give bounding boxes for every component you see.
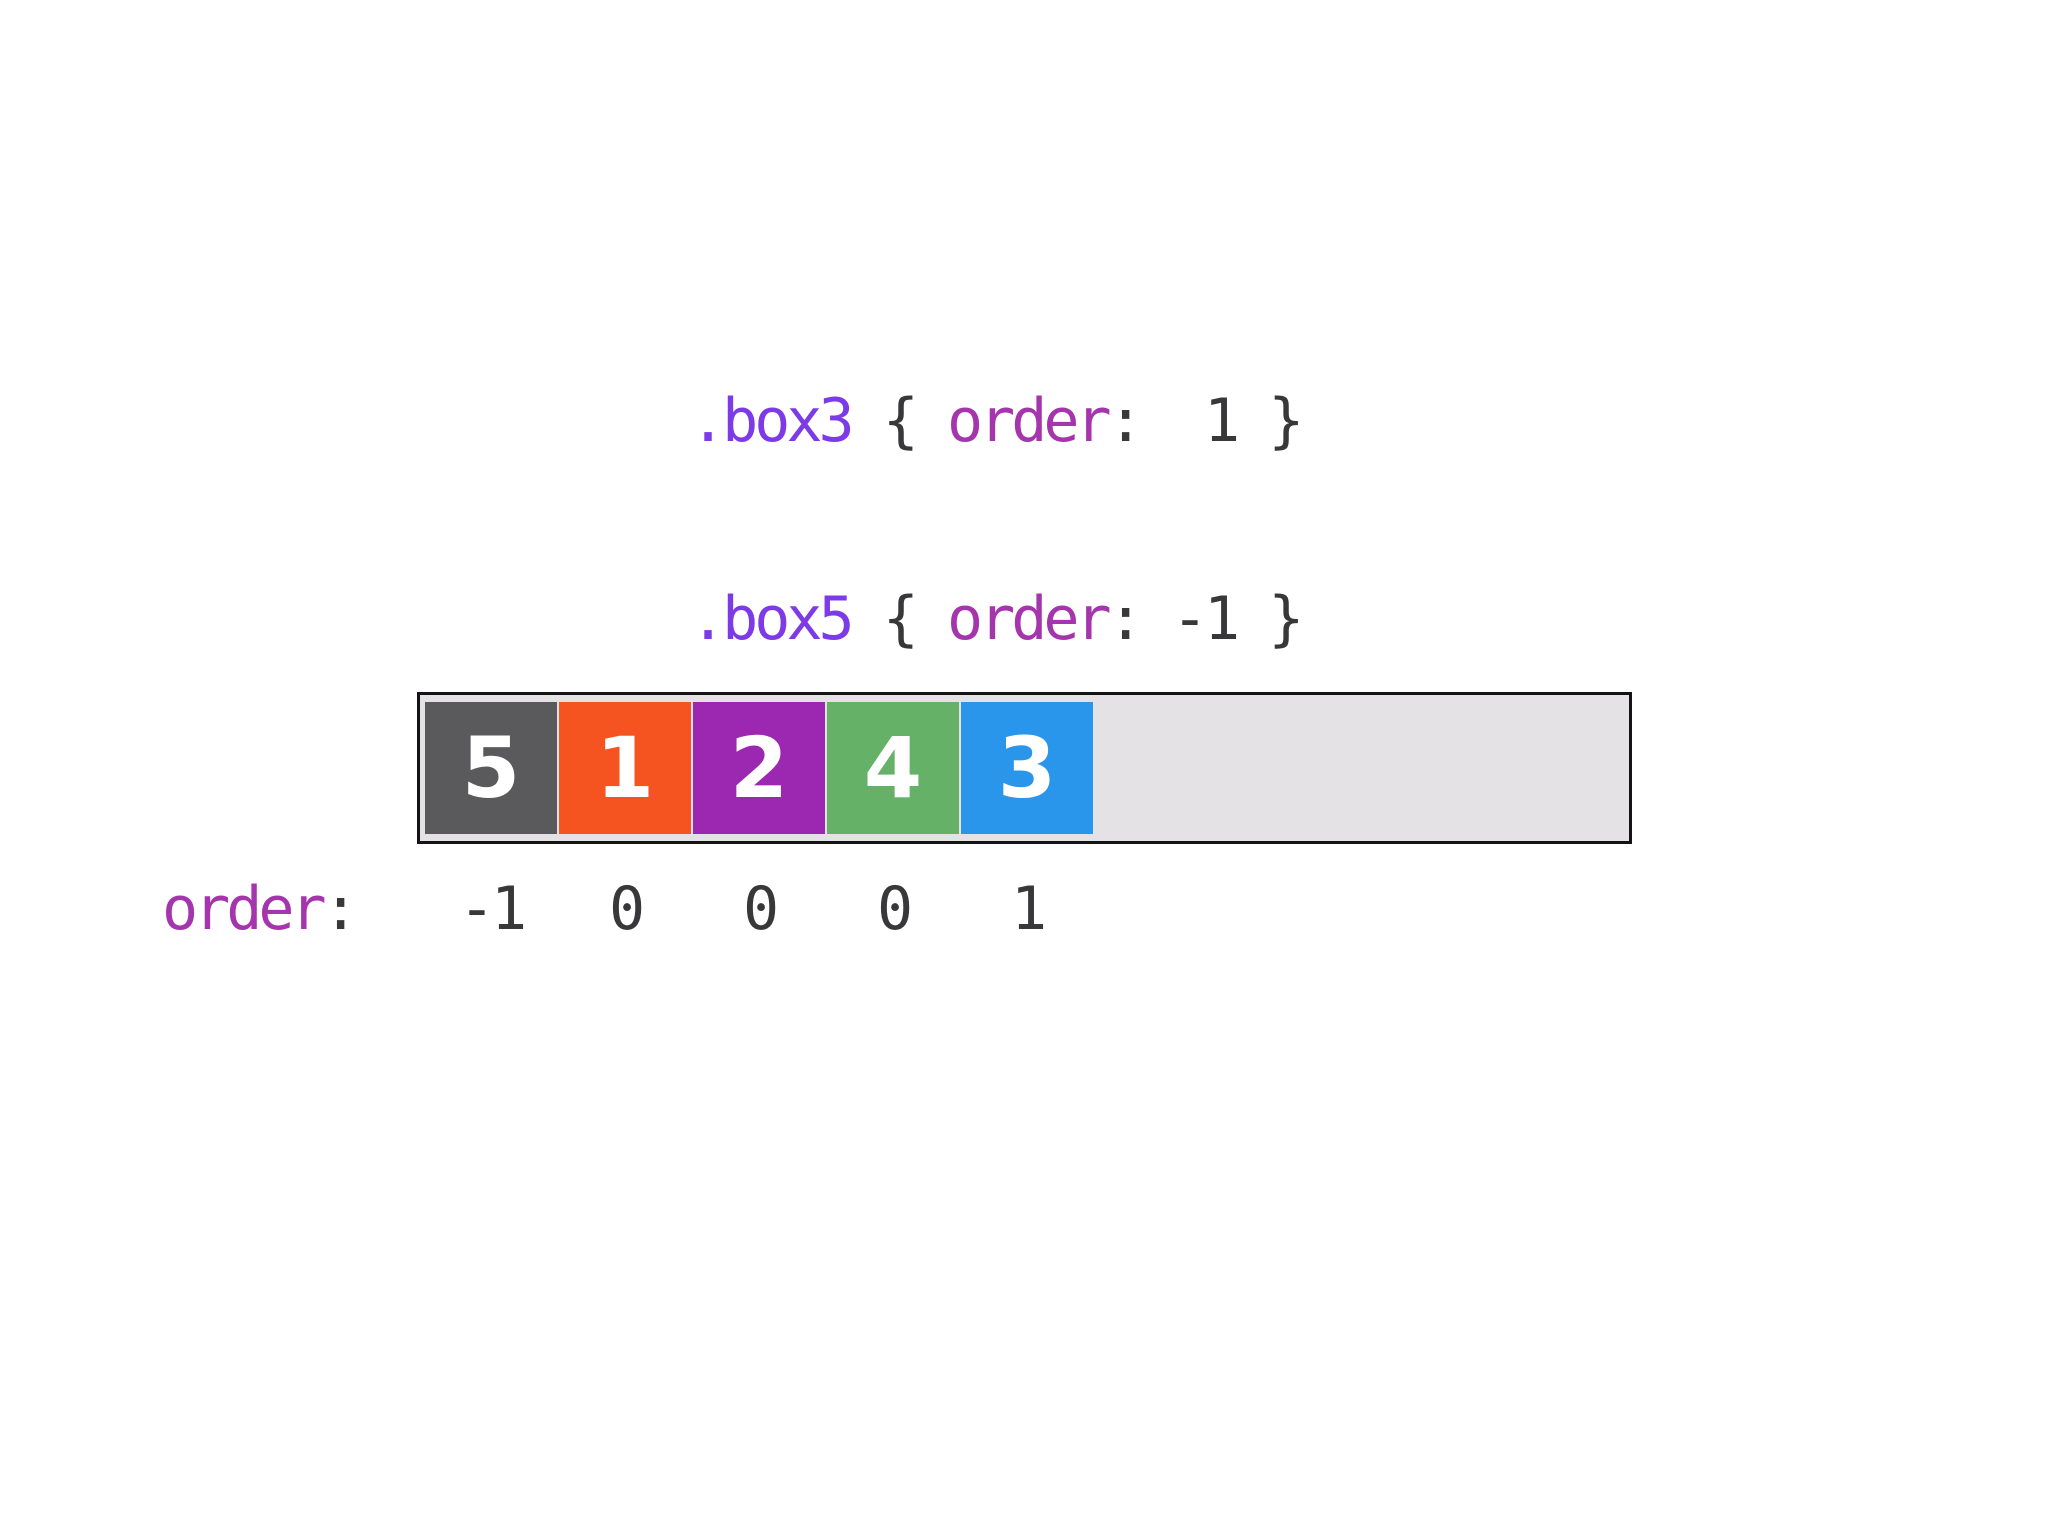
- close-brace: }: [1236, 584, 1304, 654]
- flex-item-1: 1: [559, 702, 691, 834]
- open-brace: {: [850, 584, 947, 654]
- css-property: order: [947, 386, 1112, 456]
- css-value: -1: [1139, 584, 1240, 654]
- order-value: 0: [876, 874, 913, 944]
- css-selector: .box3: [690, 386, 855, 456]
- open-brace: {: [850, 386, 947, 456]
- css-property: order: [947, 584, 1112, 654]
- colon: :: [1107, 386, 1144, 456]
- colon: :: [322, 874, 359, 944]
- code-line-box3: .box3 { order: 1 }: [690, 386, 1304, 456]
- code-line-box5: .box5 { order: -1 }: [690, 584, 1304, 654]
- css-value: 1: [1139, 386, 1240, 456]
- flex-container: 5 1 2 4 3: [417, 692, 1632, 844]
- order-value: 1: [1010, 874, 1047, 944]
- order-value: 0: [608, 874, 645, 944]
- order-value: 0: [742, 874, 779, 944]
- order-value: -1: [458, 874, 527, 944]
- flex-item-5: 5: [425, 702, 557, 834]
- close-brace: }: [1236, 386, 1304, 456]
- css-selector: .box5: [690, 584, 855, 654]
- order-label-text: order: [162, 874, 327, 944]
- flex-item-3: 3: [961, 702, 1093, 834]
- flex-item-4: 4: [827, 702, 959, 834]
- flex-item-2: 2: [693, 702, 825, 834]
- code-block: .box3 { order: 1 } .box5 { order: -1 }: [690, 256, 1304, 784]
- order-values-row: -1 0 0 0 1: [425, 876, 1093, 942]
- colon: :: [1107, 584, 1144, 654]
- order-row-label: order:: [162, 874, 359, 944]
